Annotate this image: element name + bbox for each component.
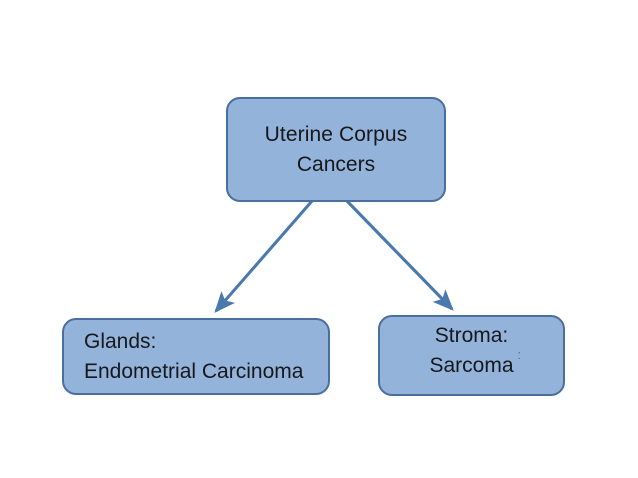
- stray-colon-artifact: :: [517, 346, 522, 362]
- node-stroma-text-stack: Stroma: Sarcoma :: [429, 321, 521, 381]
- edge-root-to-glands: [214, 199, 314, 313]
- node-root-line-1: Uterine Corpus: [264, 122, 408, 146]
- node-glands-line-2: Endometrial Carcinoma: [84, 359, 304, 383]
- node-glands-endometrial-carcinoma[interactable]: Glands: Endometrial Carcinoma: [62, 318, 330, 395]
- node-stroma-line-1: Stroma:: [434, 323, 509, 347]
- node-glands-line-1: Glands:: [84, 329, 157, 353]
- node-root-line-2: Cancers: [296, 152, 376, 176]
- edge-root-to-stroma: [345, 199, 454, 311]
- node-stroma-sarcoma[interactable]: Stroma: Sarcoma :: [378, 315, 565, 396]
- node-uterine-corpus-cancers[interactable]: Uterine Corpus Cancers: [226, 97, 446, 202]
- node-stroma-line-2: Sarcoma: [429, 353, 514, 377]
